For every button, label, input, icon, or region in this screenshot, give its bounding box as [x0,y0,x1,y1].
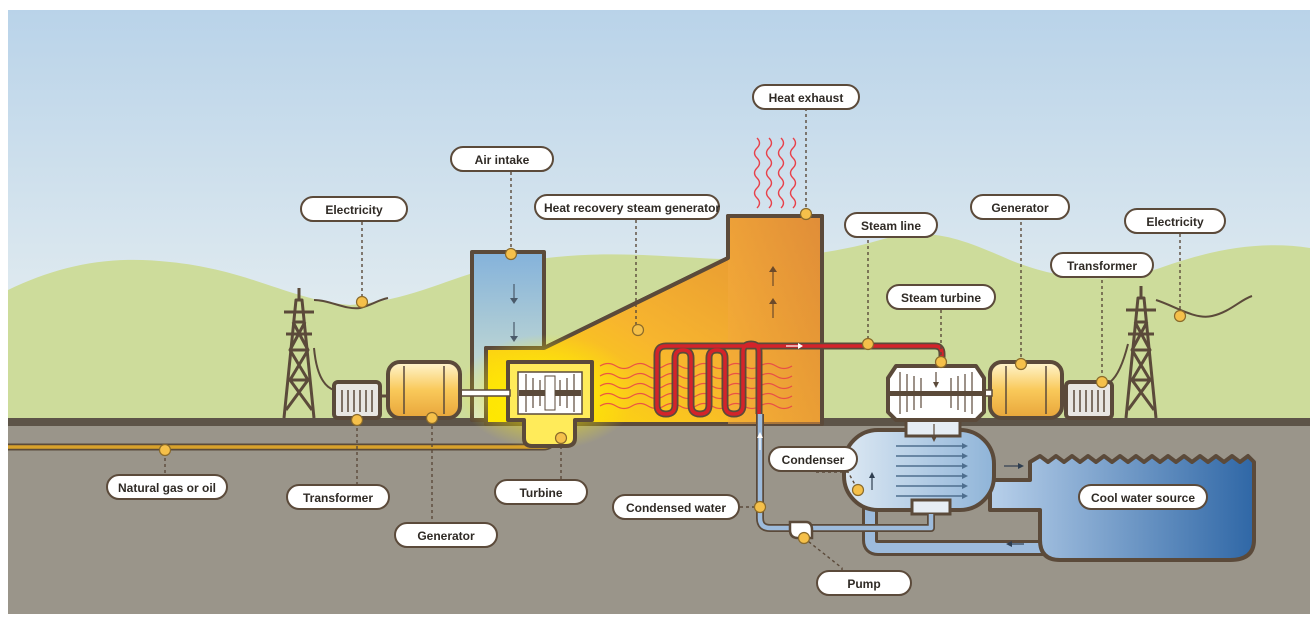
label-steam-turbine: Steam turbine [886,284,996,310]
label-heat-exhaust: Heat exhaust [752,84,860,110]
left-shaft [457,389,511,397]
right-power-tower [1109,286,1253,419]
label-transformer-right: Transformer [1050,252,1154,278]
heat-exhaust-waves [753,137,797,209]
condensed-water-pipe [756,414,935,532]
label-turbine: Turbine [494,479,588,505]
label-cool-water-source: Cool water source [1078,484,1208,510]
label-generator-right: Generator [970,194,1070,220]
label-transformer-left: Transformer [286,484,390,510]
label-steam-line: Steam line [844,212,938,238]
label-generator-left: Generator [394,522,498,548]
label-air-intake: Air intake [450,146,554,172]
cooling-water-loop [862,470,1060,556]
label-heat-recovery-steam-generator: Heat recovery steam generator [534,194,720,220]
left-generator [386,360,462,420]
right-generator [988,360,1064,420]
label-natural-gas-or-oil: Natural gas or oil [106,474,228,500]
left-transformer [332,380,388,420]
right-transformer [1058,380,1114,420]
label-condenser: Condenser [768,446,858,472]
steam-coil [653,340,946,418]
steam-turbine [886,364,986,442]
label-condensed-water: Condensed water [612,494,740,520]
label-electricity-left: Electricity [300,196,408,222]
gas-turbine [506,360,594,448]
left-power-tower [282,288,389,419]
label-pump: Pump [816,570,912,596]
marker-dots [158,207,1187,545]
label-electricity-right: Electricity [1124,208,1226,234]
